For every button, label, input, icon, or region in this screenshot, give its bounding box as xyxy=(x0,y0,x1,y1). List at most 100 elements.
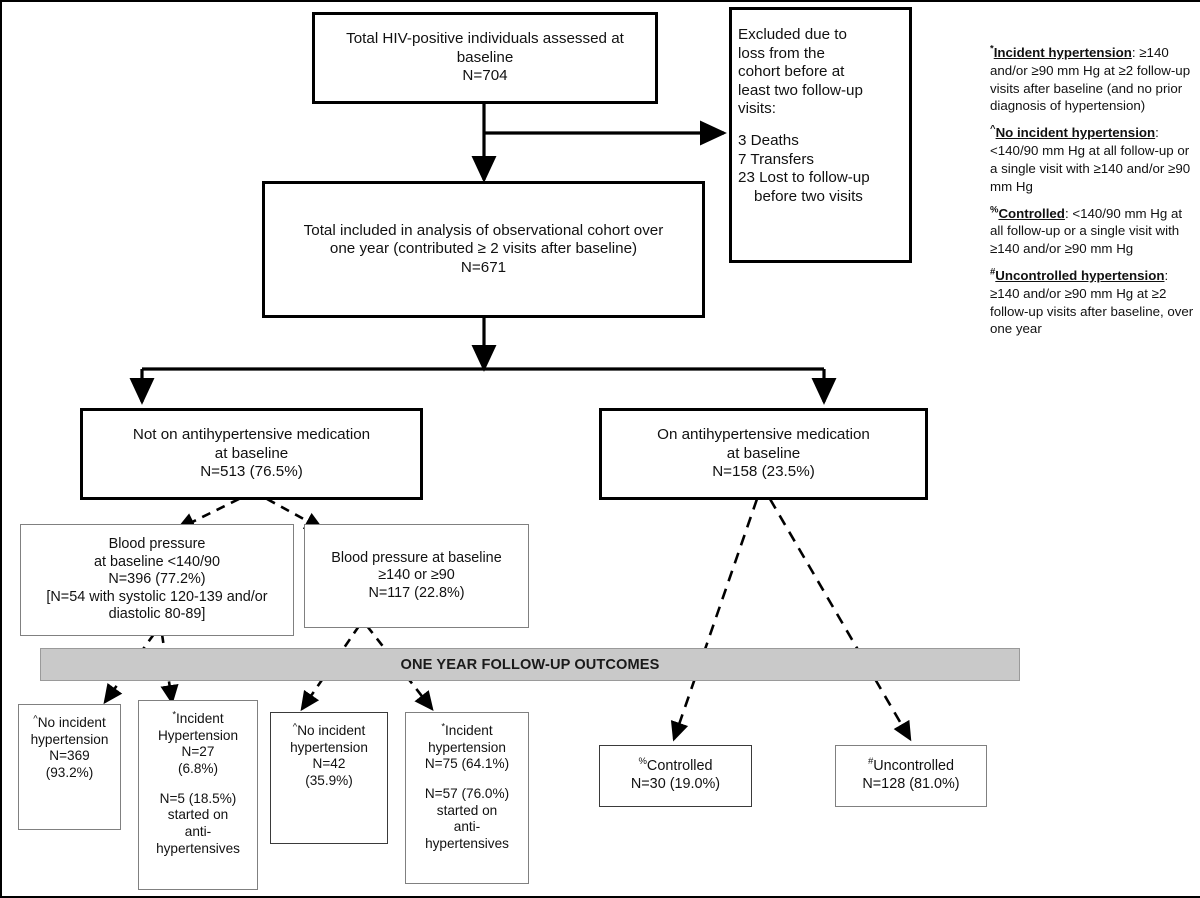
box-on-medication: On antihypertensive medication at baseli… xyxy=(599,408,928,500)
excluded-line1: Excluded due to xyxy=(738,26,847,43)
uncontrolled-line1: Uncontrolled xyxy=(873,758,955,775)
not-on-meds-line2: at baseline xyxy=(214,444,289,462)
no-incident-a-title: ^No incident xyxy=(19,713,120,732)
bp-normal-line2: at baseline <140/90 xyxy=(93,553,221,570)
bp-high-line1: Blood pressure at baseline xyxy=(331,549,502,566)
box-uncontrolled: #Uncontrolled N=128 (81.0%) xyxy=(835,745,987,807)
footnote-term-3: Uncontrolled hypertension xyxy=(995,267,1165,283)
incident-b-started-line4: hypertensives xyxy=(425,836,509,852)
box-bp-high: Blood pressure at baseline ≥140 or ≥90 N… xyxy=(304,524,529,628)
incident-b-line2: hypertension xyxy=(428,739,506,755)
box-excluded: Excluded due to loss from the cohort bef… xyxy=(729,7,912,263)
no-incident-b-pct: (35.9%) xyxy=(305,772,353,788)
footnote-mark-1: ^ xyxy=(990,123,996,135)
footnote-term-2: Controlled xyxy=(998,205,1065,221)
bp-high-count: N=117 (22.8%) xyxy=(368,584,465,601)
total-assessed-line1: Total HIV-positive individuals assessed … xyxy=(346,30,624,48)
box-not-on-medication: Not on antihypertensive medication at ba… xyxy=(80,408,423,500)
total-included-line2: one year (contributed ≥ 2 visits after b… xyxy=(329,240,638,258)
footnote-mark-asterisk: * xyxy=(172,709,177,721)
box-incident-hypertension-a: *Incident Hypertension N=27 (6.8%) N=5 (… xyxy=(138,700,258,890)
incident-a-line2: Hypertension xyxy=(157,727,239,743)
incident-a-spacer xyxy=(139,777,257,791)
footnotes-legend: *Incident hypertension: ≥140 and/or ≥90 … xyxy=(990,44,1198,338)
no-incident-a-line2: hypertension xyxy=(30,731,109,747)
bp-normal-line1: Blood pressure xyxy=(108,536,206,553)
excluded-line3: cohort before at xyxy=(738,63,845,81)
footnote-text-2: : <140/90 mm Hg at all follow-up or a si… xyxy=(990,205,1183,257)
box-total-included: Total included in analysis of observatio… xyxy=(262,181,705,318)
footnote-mark-2: % xyxy=(990,204,999,216)
no-incident-a-line1: No incident xyxy=(37,715,106,730)
footnote-incident-hypertension: *Incident hypertension: ≥140 and/or ≥90 … xyxy=(990,44,1198,115)
footnote-controlled: %Controlled: <140/90 mm Hg at all follow… xyxy=(990,205,1198,258)
box-bp-normal: Blood pressure at baseline <140/90 N=396… xyxy=(20,524,294,636)
uncontrolled-title: #Uncontrolled xyxy=(836,756,986,776)
footnote-uncontrolled-hypertension: #Uncontrolled hypertension: ≥140 and/or … xyxy=(990,267,1198,338)
footnote-mark-0: * xyxy=(990,43,994,55)
incident-b-count: N=75 (64.1%) xyxy=(424,756,510,772)
incident-a-started-line2: started on xyxy=(167,807,229,823)
box-no-incident-hypertension-a: ^No incident hypertension N=369 (93.2%) xyxy=(18,704,121,830)
box-total-assessed: Total HIV-positive individuals assessed … xyxy=(312,12,658,104)
incident-b-started-line2: started on xyxy=(436,802,498,818)
footnote-mark-asterisk-2: * xyxy=(441,721,446,733)
footnote-text-0: : ≥140 and/or ≥90 mm Hg at ≥2 follow-up … xyxy=(990,45,1191,114)
footnote-mark-hash: # xyxy=(867,756,874,768)
incident-a-started-count: N=5 (18.5%) xyxy=(159,790,237,806)
incident-a-line1: Incident xyxy=(176,711,224,726)
excluded-lost-cont: before two visits xyxy=(754,187,863,205)
footnote-term-1: No incident hypertension xyxy=(995,125,1156,141)
bp-normal-subset2: diastolic 80-89] xyxy=(108,606,206,623)
on-meds-line2: at baseline xyxy=(726,444,801,462)
bp-high-line2: ≥140 or ≥90 xyxy=(378,567,455,584)
bp-normal-count: N=396 (77.2%) xyxy=(108,571,206,588)
incident-a-count: N=27 xyxy=(181,744,215,760)
no-incident-b-count: N=42 xyxy=(312,756,346,772)
footnote-text-1: : <140/90 mm Hg at all follow-up or a si… xyxy=(990,125,1191,194)
excluded-deaths: 3 Deaths xyxy=(738,132,799,150)
controlled-count: N=30 (19.0%) xyxy=(630,776,721,792)
footnote-text-3: : ≥140 and/or ≥90 mm Hg at ≥2 follow-up … xyxy=(990,267,1194,337)
total-assessed-line2: baseline xyxy=(456,48,514,66)
total-included-count: N=671 xyxy=(460,258,507,276)
footnote-mark-caret-2: ^ xyxy=(292,721,298,733)
excluded-line4: least two follow-up xyxy=(738,81,863,99)
on-meds-line1: On antihypertensive medication xyxy=(657,426,870,444)
excluded-line5: visits: xyxy=(738,100,776,118)
no-incident-a-pct: (93.2%) xyxy=(45,764,94,780)
incident-a-started-line3: anti- xyxy=(184,824,212,840)
incident-b-started-count: N=57 (76.0%) xyxy=(424,786,510,802)
excluded-spacer xyxy=(732,119,909,133)
incident-a-pct: (6.8%) xyxy=(177,760,219,776)
uncontrolled-count: N=128 (81.0%) xyxy=(862,776,960,792)
controlled-line1: Controlled xyxy=(646,758,713,775)
on-meds-count: N=158 (23.5%) xyxy=(712,463,815,481)
footnote-mark-percent: % xyxy=(638,756,647,768)
box-incident-hypertension-b: *Incident hypertension N=75 (64.1%) N=57… xyxy=(405,712,529,884)
no-incident-b-line1: No incident xyxy=(297,723,366,738)
no-incident-b-title: ^No incident xyxy=(271,721,387,740)
incident-b-line1: Incident xyxy=(445,723,493,738)
no-incident-b-line2: hypertension xyxy=(290,739,368,755)
excluded-line2: loss from the xyxy=(738,44,825,62)
footnote-mark-3: # xyxy=(990,266,996,278)
incident-a-started-line4: hypertensives xyxy=(156,840,240,856)
incident-b-started-line3: anti- xyxy=(453,819,481,835)
one-year-followup-banner: ONE YEAR FOLLOW-UP OUTCOMES xyxy=(40,648,1020,681)
incident-a-title: *Incident xyxy=(139,709,257,728)
incident-b-title: *Incident xyxy=(406,721,528,740)
bp-normal-subset1: [N=54 with systolic 120-139 and/or xyxy=(46,588,268,605)
not-on-meds-line1: Not on antihypertensive medication xyxy=(132,426,371,444)
not-on-meds-count: N=513 (76.5%) xyxy=(200,463,303,481)
footnote-term-0: Incident hypertension xyxy=(993,45,1132,60)
total-assessed-count: N=704 xyxy=(462,67,508,85)
controlled-title: %Controlled xyxy=(600,756,751,776)
no-incident-a-count: N=369 xyxy=(49,748,90,764)
excluded-lost: 23 Lost to follow-up xyxy=(738,169,870,187)
box-controlled: %Controlled N=30 (19.0%) xyxy=(599,745,752,807)
box-no-incident-hypertension-b: ^No incident hypertension N=42 (35.9%) xyxy=(270,712,388,844)
footnote-mark-caret: ^ xyxy=(33,713,38,725)
banner-label: ONE YEAR FOLLOW-UP OUTCOMES xyxy=(400,656,660,673)
